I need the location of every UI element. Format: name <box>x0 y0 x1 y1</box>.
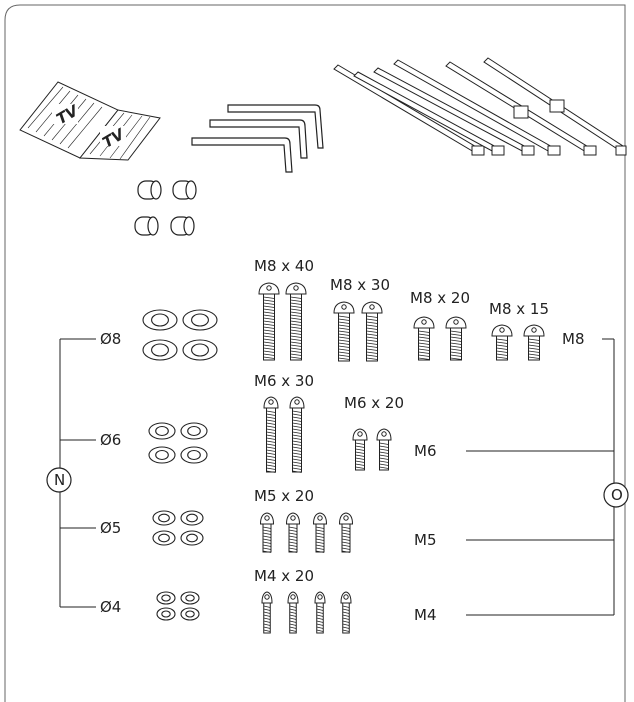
screw-size-m6x20: M6 x 20 <box>344 394 404 412</box>
bolt-m4x20-icon <box>314 591 326 634</box>
washer-label-d4: Ø4 <box>100 598 122 616</box>
bolts-group <box>258 282 545 634</box>
washer-d8-icon <box>182 339 218 361</box>
bolt-m4x20-icon <box>340 591 352 634</box>
screw-size-m4x20: M4 x 20 <box>254 567 314 585</box>
washer-label-d5: Ø5 <box>100 519 122 537</box>
frame-border <box>4 4 626 702</box>
bolt-class-label-m8: M8 <box>562 330 585 348</box>
screw-size-m6x30: M6 x 30 <box>254 372 314 390</box>
bolt-m4x20-icon <box>261 591 273 634</box>
bolt-m8x15-icon <box>523 324 545 361</box>
bolt-m8x40-icon <box>258 282 280 361</box>
washer-d5-icon <box>180 530 204 546</box>
screw-size-m8x40: M8 x 40 <box>254 257 314 275</box>
bolt-m6x30-icon <box>289 396 305 473</box>
washer-d4-icon <box>180 607 200 621</box>
washer-d6-icon <box>180 446 208 464</box>
screw-size-m8x20: M8 x 20 <box>410 289 470 307</box>
washer-label-d8: Ø8 <box>100 330 122 348</box>
bolt-m8x20-icon <box>413 316 435 361</box>
bolt-m5x20-icon <box>285 512 301 553</box>
washer-d6-icon <box>180 422 208 440</box>
washer-d4-icon <box>156 607 176 621</box>
washer-d6-icon <box>148 446 176 464</box>
washer-d8-icon <box>182 309 218 331</box>
bolt-m6x20-icon <box>376 428 392 471</box>
washer-d5-icon <box>152 510 176 526</box>
washer-d4-icon <box>180 591 200 605</box>
washer-d6-icon <box>148 422 176 440</box>
washer-d5-icon <box>152 530 176 546</box>
right-group-marker-circle <box>603 482 629 508</box>
hex-keys-icon <box>191 104 324 173</box>
bolt-m8x40-icon <box>285 282 307 361</box>
bolt-class-label-m4: M4 <box>414 606 437 624</box>
washer-d4-icon <box>156 591 176 605</box>
washer-label-d6: Ø6 <box>100 431 122 449</box>
marker-o-label: O <box>611 486 623 504</box>
bolt-m5x20-icon <box>312 512 328 553</box>
marker-n-label: N <box>54 471 66 489</box>
washer-d8-icon <box>142 339 178 361</box>
bolt-m4x20-icon <box>287 591 299 634</box>
left-group-marker-circle <box>46 467 72 493</box>
washer-d8-icon <box>142 309 178 331</box>
bolt-m8x30-icon <box>333 301 355 362</box>
bolt-m8x30-icon <box>361 301 383 362</box>
cable-ties-icon <box>333 57 627 156</box>
bolt-m5x20-icon <box>338 512 354 553</box>
washer-d5-icon <box>180 510 204 526</box>
bolt-class-label-m6: M6 <box>414 442 437 460</box>
washers-group <box>142 309 218 621</box>
bolt-m8x15-icon <box>491 324 513 361</box>
bolt-class-label-m5: M5 <box>414 531 437 549</box>
spacer-sleeves-icon <box>134 180 197 236</box>
screw-size-m5x20: M5 x 20 <box>254 487 314 505</box>
screw-size-m8x30: M8 x 30 <box>330 276 390 294</box>
bolt-m8x20-icon <box>445 316 467 361</box>
screw-size-m8x15: M8 x 15 <box>489 300 549 318</box>
bolt-m5x20-icon <box>259 512 275 553</box>
bolt-m6x20-icon <box>352 428 368 471</box>
bolt-m6x30-icon <box>263 396 279 473</box>
manual-booklet-icon <box>19 81 161 161</box>
right-bracket-lines <box>466 338 615 616</box>
